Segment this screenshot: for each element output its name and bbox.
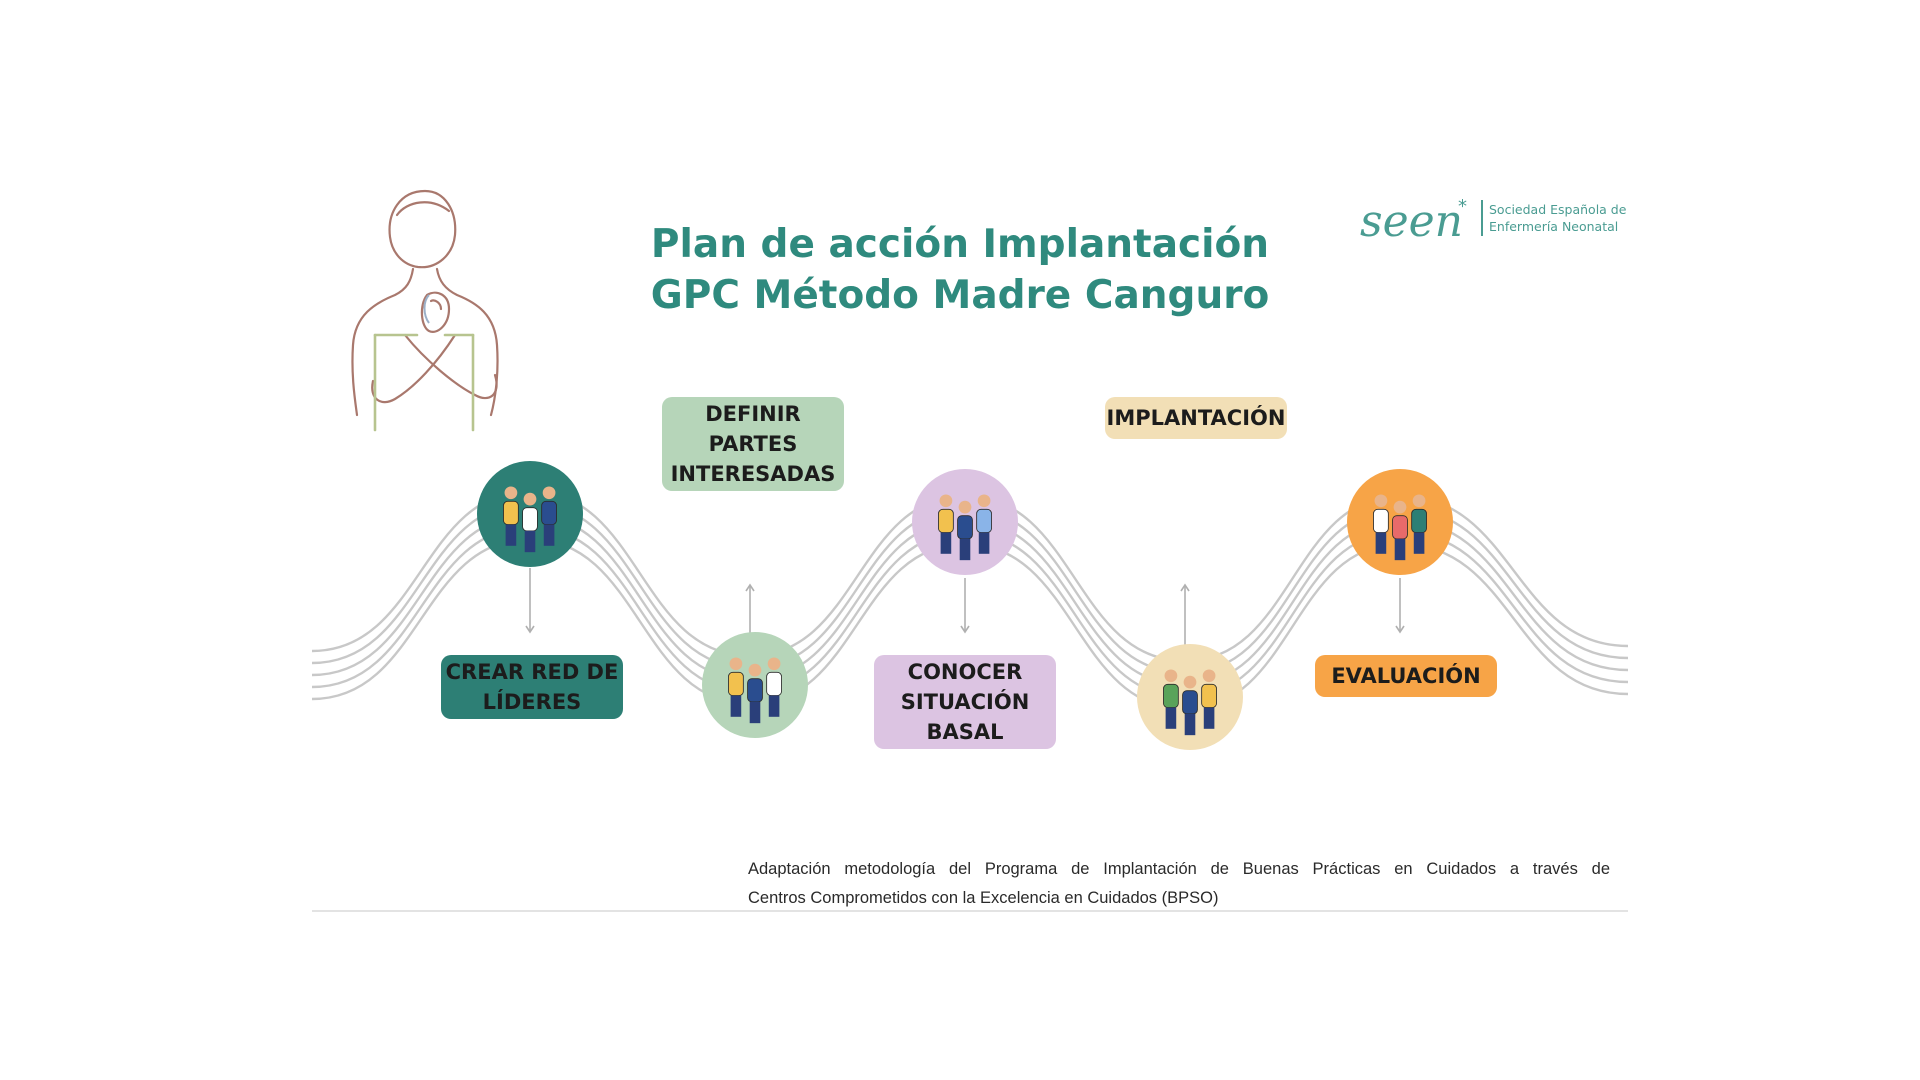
logo-org-line2: Enfermería Neonatal bbox=[1489, 219, 1619, 234]
step-label-3: CONOCER SITUACIÓN BASAL bbox=[874, 655, 1056, 749]
caption-line1: Adaptación metodología del Programa de I… bbox=[748, 860, 1610, 878]
logo-divider bbox=[1481, 200, 1483, 236]
evaluation-discussion-icon bbox=[1373, 494, 1427, 561]
caption-line2: Centros Comprometidos con la Excelencia … bbox=[748, 889, 1219, 907]
step-circle-1 bbox=[477, 461, 583, 567]
step-circle-3 bbox=[912, 469, 1018, 575]
step-circle-2 bbox=[702, 632, 808, 738]
bottom-divider bbox=[312, 910, 1628, 912]
connector-arrow bbox=[525, 568, 535, 634]
connector-arrow bbox=[960, 578, 970, 634]
step-label-4: IMPLANTACIÓN bbox=[1105, 397, 1287, 439]
logo-org-line1: Sociedad Española de bbox=[1489, 202, 1627, 217]
step-circle-4 bbox=[1137, 644, 1243, 750]
stakeholder-group-icon bbox=[728, 657, 782, 724]
connector-arrow bbox=[1180, 583, 1190, 645]
seen-wordmark-logo: seen * bbox=[1360, 196, 1467, 247]
step-circle-5 bbox=[1347, 469, 1453, 575]
svg-text:*: * bbox=[1458, 196, 1467, 217]
diagram-title-line2: GPC Método Madre Canguro bbox=[650, 273, 1270, 318]
analysis-magnifier-icon bbox=[938, 494, 992, 561]
step-label-5: EVALUACIÓN bbox=[1315, 655, 1497, 697]
logo-wordmark-text: seen bbox=[1360, 196, 1463, 247]
step-label-2: DEFINIR PARTES INTERESADAS bbox=[662, 397, 844, 491]
connector-arrow bbox=[1395, 578, 1405, 634]
team-pyramid-icon bbox=[503, 486, 557, 553]
mother-kangaroo-illustration bbox=[351, 189, 499, 432]
source-caption: Adaptación metodología del Programa de I… bbox=[748, 855, 1610, 913]
step-label-1: CREAR RED DE LÍDERES bbox=[441, 655, 623, 719]
team-meeting-icon bbox=[1163, 669, 1217, 736]
diagram-title-line1: Plan de acción Implantación bbox=[650, 222, 1270, 267]
